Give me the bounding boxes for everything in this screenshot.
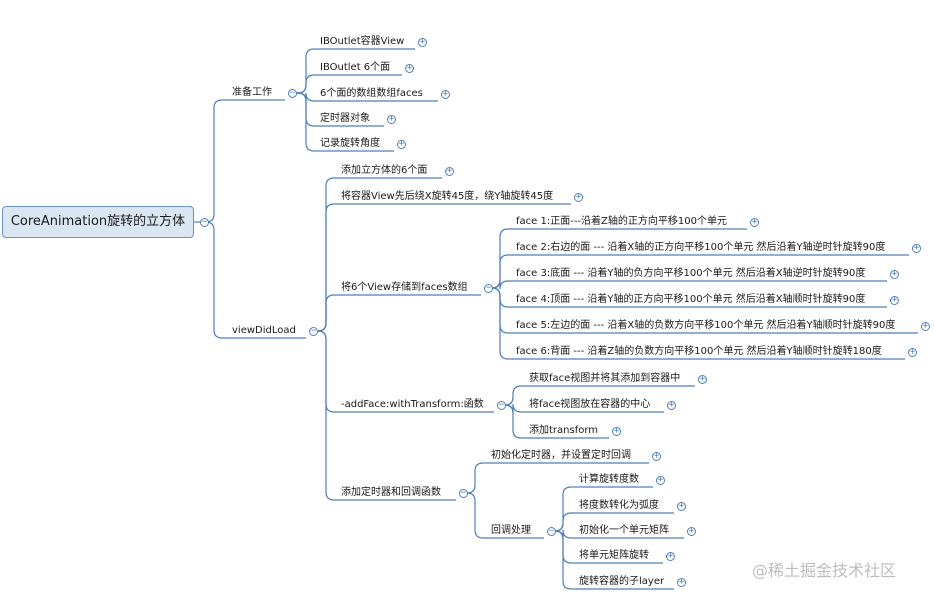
- prep-edge-2: [297, 74, 402, 94]
- node-face-3[interactable]: face 3:底面 --- 沿着Y轴的负方向平移100个单元 然后沿着X轴逆时针…: [516, 268, 866, 279]
- expand-icon-rotate-container[interactable]: +: [574, 192, 583, 202]
- collapse-icon-callback[interactable]: −: [547, 526, 556, 536]
- timer-edge-2: [466, 492, 544, 539]
- expand-icon-addface-1[interactable]: +: [698, 374, 707, 384]
- addface-edge-1: [504, 385, 695, 406]
- expand-icon-prep-5[interactable]: +: [397, 139, 406, 149]
- store-edge-3: [491, 279, 887, 290]
- root-edge-2: [205, 221, 306, 339]
- expand-icon-prep-2[interactable]: +: [405, 63, 414, 73]
- expand-icon-face-2[interactable]: +: [912, 243, 921, 253]
- callback-edge-5: [554, 530, 674, 590]
- expand-icon-callback-1[interactable]: +: [656, 475, 665, 485]
- collapse-icon-store-faces[interactable]: −: [484, 283, 493, 293]
- expand-icon-callback-3[interactable]: +: [687, 526, 696, 536]
- node-prep-4[interactable]: 定时器对象: [320, 113, 370, 124]
- collapse-icon-timer[interactable]: −: [459, 488, 468, 498]
- expand-icon-timer-init[interactable]: +: [652, 451, 661, 461]
- expand-icon-face-3[interactable]: +: [890, 269, 899, 279]
- node-callback-2[interactable]: 将度数转化为弧度: [579, 500, 659, 511]
- prep-edge-5: [297, 92, 394, 152]
- collapse-icon-prep[interactable]: −: [288, 88, 297, 98]
- collapse-icon-viewdidload[interactable]: −: [309, 326, 318, 336]
- node-timer-init[interactable]: 初始化定时器，并设置定时回调: [491, 450, 631, 461]
- node-prep-1[interactable]: IBOutlet容器View: [320, 36, 405, 47]
- node-face-6[interactable]: face 6:背面 --- 沿着Z轴的负数方向平移100个单元 然后沿着Y轴顺时…: [516, 346, 882, 357]
- node-timer[interactable]: 添加定时器和回调函数: [341, 487, 441, 498]
- root-edge-1: [205, 99, 285, 223]
- watermark: @稀土掘金技术社区: [752, 561, 897, 580]
- node-addface-3[interactable]: 添加transform: [529, 425, 599, 436]
- vdl-edge-3: [317, 294, 481, 332]
- node-addface-2[interactable]: 将face视图放在容器的中心: [529, 399, 651, 410]
- node-callback-3[interactable]: 初始化一个单元矩阵: [579, 525, 669, 536]
- expand-icon-prep-4[interactable]: +: [387, 114, 396, 124]
- node-store-faces[interactable]: 将6个View存储到faces数组: [341, 282, 468, 293]
- node-callback[interactable]: 回调处理: [491, 525, 531, 536]
- node-face-4[interactable]: face 4:顶面 --- 沿着Y轴的正方向平移100个单元 然后沿着X轴顺时针…: [516, 294, 866, 305]
- node-addface-func[interactable]: -addFace:withTransform:函数: [341, 399, 484, 410]
- node-face-5[interactable]: face 5:左边的面 --- 沿着X轴的负数方向平移100个单元 然后沿着Y轴…: [516, 320, 896, 331]
- expand-icon-prep-1[interactable]: +: [418, 37, 427, 47]
- expand-icon-add-faces[interactable]: +: [445, 166, 454, 176]
- node-callback-5[interactable]: 旋转容器的子layer: [579, 576, 665, 587]
- collapse-icon-root[interactable]: −: [200, 217, 209, 227]
- node-rotate-container[interactable]: 将容器View先后绕X旋转45度，绕Y轴旋转45度: [341, 191, 554, 202]
- node-prep-2[interactable]: IBOutlet 6个面: [320, 62, 391, 73]
- node-prep[interactable]: 准备工作: [232, 87, 272, 98]
- node-add-faces[interactable]: 添加立方体的6个面: [341, 165, 428, 176]
- collapse-icon-addface-func[interactable]: −: [497, 400, 506, 410]
- node-prep-3[interactable]: 6个面的数组数组faces: [320, 88, 423, 99]
- callback-edge-2: [554, 512, 674, 532]
- timer-edge-1: [466, 462, 649, 494]
- expand-icon-addface-3[interactable]: +: [612, 426, 621, 436]
- store-edge-6: [491, 287, 905, 360]
- node-viewdidload[interactable]: viewDidLoad: [232, 325, 296, 336]
- vdl-edge-5: [317, 330, 456, 501]
- expand-icon-face-4[interactable]: +: [890, 295, 899, 305]
- expand-icon-callback-5[interactable]: +: [677, 577, 686, 587]
- root-node[interactable]: CoreAnimation旋转的立方体: [2, 206, 194, 238]
- expand-icon-face-1[interactable]: +: [750, 217, 759, 227]
- addface-edge-3: [504, 404, 609, 439]
- node-addface-1[interactable]: 获取face视图并将其添加到容器中: [529, 373, 681, 384]
- expand-icon-callback-2[interactable]: +: [677, 501, 686, 511]
- node-prep-5[interactable]: 记录旋转角度: [320, 138, 380, 149]
- expand-icon-callback-4[interactable]: +: [666, 551, 675, 561]
- node-face-2[interactable]: face 2:右边的面 --- 沿着X轴的正方向平移100个单元 然后沿着Y轴逆…: [516, 242, 886, 253]
- expand-icon-addface-2[interactable]: +: [667, 400, 676, 410]
- expand-icon-face-5[interactable]: +: [921, 321, 930, 331]
- node-callback-1[interactable]: 计算旋转度数: [579, 474, 639, 485]
- expand-icon-face-6[interactable]: +: [908, 347, 917, 357]
- node-callback-4[interactable]: 将单元矩阵旋转: [579, 550, 649, 561]
- expand-icon-prep-3[interactable]: +: [441, 89, 450, 99]
- node-face-1[interactable]: face 1:正面---沿着Z轴的正方向平移100个单元: [516, 216, 727, 227]
